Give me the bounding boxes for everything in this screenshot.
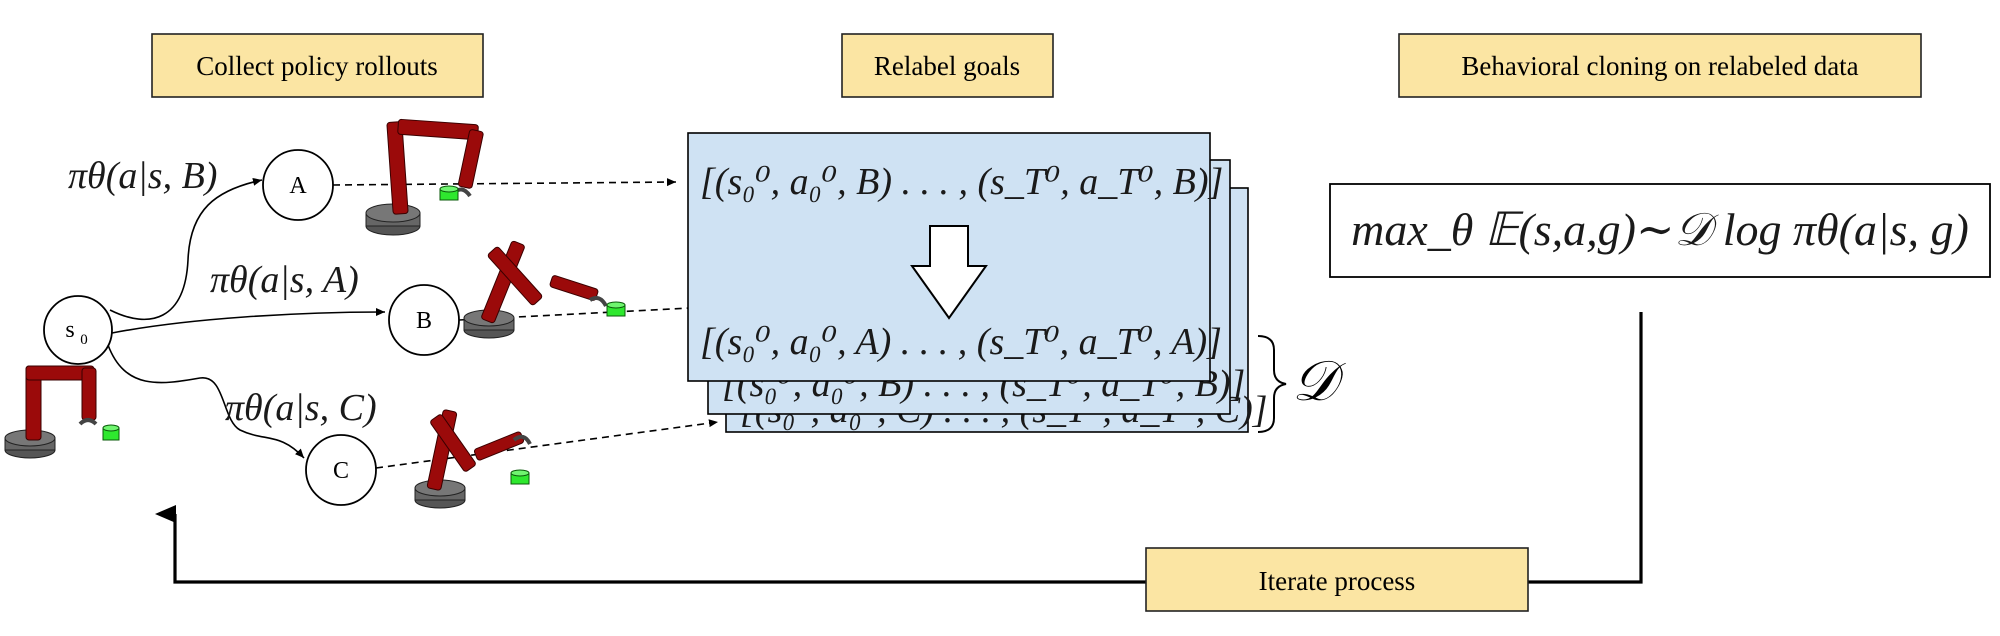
node-c-label: C — [333, 458, 349, 484]
node-b: B — [388, 284, 460, 356]
header-bc: Behavioral cloning on relabeled data — [1398, 33, 1922, 98]
robot-b-icon — [463, 240, 626, 339]
robot-a-icon — [365, 118, 484, 236]
rollout-arrow-to-a — [109, 177, 263, 321]
header-bc-text: Behavioral cloning on relabeled data — [1461, 51, 1858, 81]
policy-label-to-b: πθ(a|s, A) — [210, 259, 359, 301]
node-s0-label: s — [65, 317, 74, 343]
header-collect-text: Collect policy rollouts — [196, 51, 437, 81]
svg-text:s: s — [65, 317, 74, 343]
robot-s0-icon — [4, 365, 120, 459]
node-a-label: A — [289, 173, 307, 199]
rollout-arrow-to-b — [111, 308, 386, 334]
trajectory-top: [(s₀⁰, a₀⁰, B) . . . , (s_T⁰, a_T⁰, B)] — [700, 161, 1223, 203]
node-c: C — [305, 434, 377, 506]
policy-label-to-c: πθ(a|s, C) — [225, 387, 377, 429]
policy-label-to-a: πθ(a|s, B) — [68, 155, 217, 197]
iterate-box: Iterate process — [1145, 547, 1529, 612]
header-collect: Collect policy rollouts — [151, 33, 484, 98]
iterate-text: Iterate process — [1259, 566, 1416, 596]
relabel-arrow-icon — [910, 225, 988, 320]
node-s0-subscript: 0 — [80, 332, 88, 348]
header-relabel: Relabel goals — [841, 33, 1054, 98]
header-relabel-text: Relabel goals — [874, 51, 1020, 81]
node-s0: s 0 — [43, 295, 113, 365]
trajectory-bottom: [(s₀⁰, a₀⁰, A) . . . , (s_T⁰, a_T⁰, A)] — [700, 321, 1222, 363]
dashed-arrow-c — [375, 419, 719, 469]
robot-c-icon — [414, 409, 532, 509]
node-b-label: B — [416, 308, 432, 334]
node-a: A — [262, 149, 334, 221]
objective-box: max_θ 𝔼(s,a,g)∼𝒟 log πθ(a|s, g) — [1329, 183, 1991, 278]
iterate-loop-line — [155, 312, 1643, 584]
dataset-brace — [1257, 335, 1287, 433]
dataset-symbol: 𝒟 — [1292, 351, 1346, 413]
trajectory-card-front: [(s₀⁰, a₀⁰, B) . . . , (s_T⁰, a_T⁰, B)] … — [687, 132, 1223, 382]
objective-text: max_θ 𝔼(s,a,g)∼𝒟 log πθ(a|s, g) — [1351, 204, 1969, 255]
dashed-arrow-a — [332, 178, 677, 187]
rollout-arrow-to-c — [107, 344, 305, 459]
